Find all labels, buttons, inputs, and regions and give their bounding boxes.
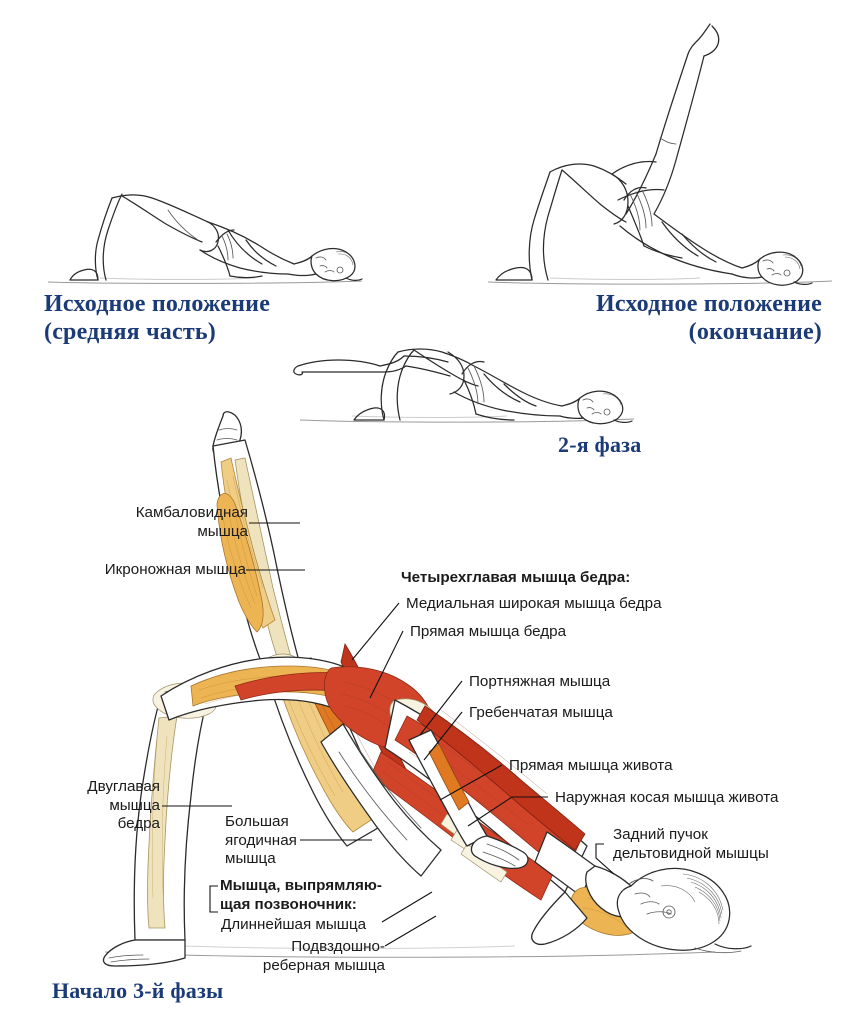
label-gastrocnemius: Икроножная мышца bbox=[104, 561, 246, 578]
label-rectus-abdominis: Прямая мышца живота bbox=[509, 757, 673, 774]
label-external-oblique: Наружная косая мышца живота bbox=[555, 789, 779, 806]
phase-label-start-middle: Исходное положение (средняя часть) bbox=[44, 291, 271, 346]
label-quadriceps-group: Четырехглавая мышца бедра: bbox=[401, 569, 631, 586]
figure-bridge-pose-both-feet-down bbox=[40, 150, 370, 290]
label-iliocostalis: Подвздошно- реберная мышца bbox=[262, 938, 385, 974]
label-erector-spinae-group: Мышца, выпрямляю- щая позвоночник: bbox=[220, 877, 382, 913]
figure-bridge-pose-leg-extended-horizontal bbox=[292, 322, 640, 430]
figure-anatomical-bridge-pose-muscles bbox=[95, 400, 795, 980]
label-sartorius: Портняжная мышца bbox=[469, 673, 611, 690]
label-gluteus-maximus: Большая ягодичная мышца bbox=[225, 813, 297, 868]
label-vastus-medialis: Медиальная широкая мышца бедра bbox=[406, 595, 662, 612]
phase-label-three-start: Начало 3-й фазы bbox=[52, 978, 224, 1003]
label-soleus: Камбаловидная мышца bbox=[135, 504, 248, 540]
label-posterior-deltoid: Задний пучок дельтовидной мышцы bbox=[613, 826, 769, 862]
label-longissimus: Длиннейшая мышца bbox=[221, 916, 367, 933]
figure-bridge-pose-leg-raised-vertical bbox=[470, 14, 840, 290]
label-rectus-femoris: Прямая мышца бедра bbox=[410, 623, 567, 640]
phase-label-start-end: Исходное положение (окончание) bbox=[595, 291, 822, 346]
phase-label-two: 2-я фаза bbox=[558, 432, 642, 457]
label-pectineus: Гребенчатая мышца bbox=[469, 704, 613, 721]
label-biceps-femoris: Двуглавая мышца бедра bbox=[87, 778, 160, 833]
